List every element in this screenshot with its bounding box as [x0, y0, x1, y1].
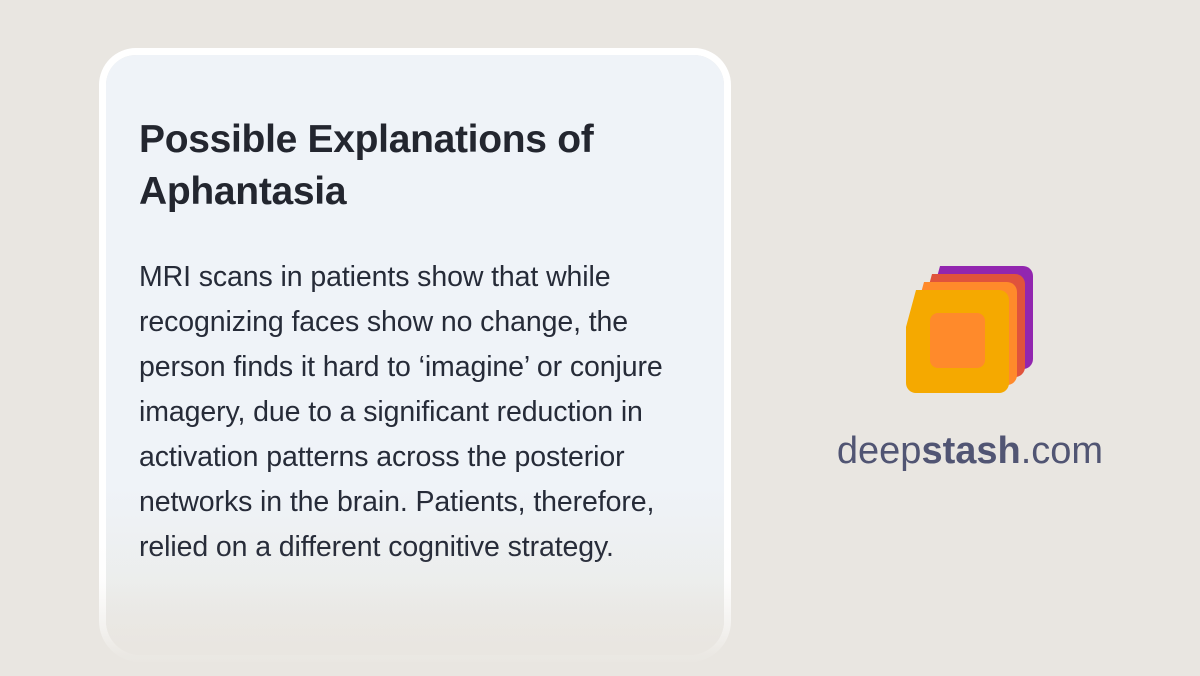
brand-name-part-1: deep	[836, 430, 922, 472]
brand-name-part-3: .com	[1020, 430, 1104, 472]
card-title: Possible Explanations of Aphantasia	[139, 118, 594, 213]
brand-block: deepstash.com	[760, 236, 1180, 486]
logo-layer-front	[906, 290, 1009, 393]
deepstash-stacked-cubes-icon	[906, 266, 1033, 393]
brand-name-part-2: stash	[921, 430, 1021, 472]
card-body-text: MRI scans in patients show that while re…	[139, 261, 663, 563]
quote-card: Possible Explanations of Aphantasia MRI …	[92, 55, 738, 673]
card-content: Possible Explanations of Aphantasia MRI …	[139, 55, 719, 570]
brand-wordmark: deepstash.com	[760, 428, 1180, 474]
deepstash-logo	[885, 246, 1045, 406]
